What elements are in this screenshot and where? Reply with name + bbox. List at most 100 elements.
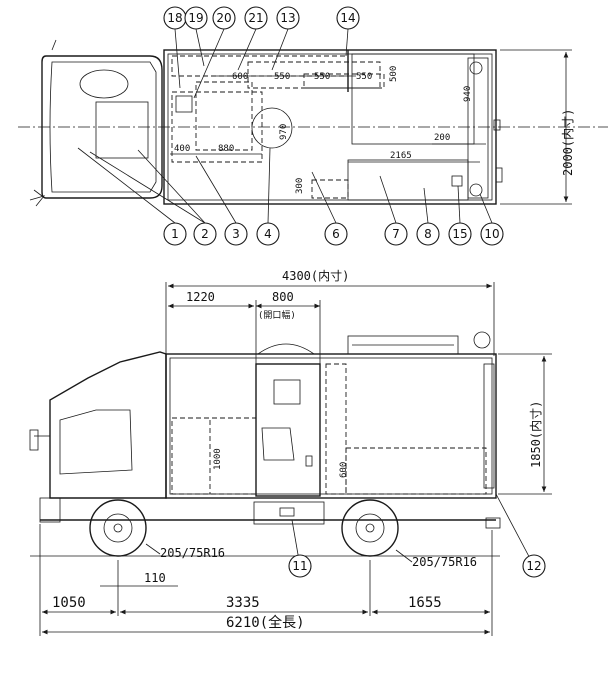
- rear-hitch: [485, 517, 501, 529]
- side-mirror-head: [29, 429, 39, 451]
- side-door: [255, 363, 321, 497]
- dim-wheelbase: 3335: [226, 595, 260, 611]
- svg-text:8: 8: [424, 227, 432, 241]
- rear-latch: [493, 119, 501, 131]
- callout-3: 3: [224, 222, 248, 246]
- side-storage-box: [253, 501, 325, 525]
- dim-550-c: 550: [356, 72, 372, 82]
- svg-text:7: 7: [392, 227, 400, 241]
- dim-height-inner: 1850(内寸): [529, 401, 543, 468]
- dim-opening: (開口幅): [258, 309, 296, 321]
- svg-text:3: 3: [232, 227, 240, 241]
- interior-desk-left: [171, 417, 257, 495]
- dim-2165: 2165: [390, 151, 412, 161]
- svg-text:1: 1: [171, 227, 179, 241]
- dim-300: 300: [295, 178, 305, 194]
- dim-400: 400: [174, 144, 190, 154]
- interior-cabinet: [325, 363, 347, 495]
- dim-110: 110: [144, 571, 166, 585]
- callout-13: 13: [276, 6, 300, 30]
- callout-21: 21: [244, 6, 268, 30]
- interior-lower-cabinet: [345, 447, 487, 495]
- reel-top: [469, 61, 483, 75]
- svg-text:12: 12: [526, 559, 541, 573]
- svg-text:21: 21: [248, 11, 263, 25]
- dim-600-side: 600: [339, 462, 349, 478]
- dim-550-a: 550: [274, 72, 290, 82]
- svg-text:10: 10: [484, 227, 499, 241]
- lower-long-cabinet: [347, 159, 469, 201]
- work-desk: [171, 91, 263, 163]
- step-area: [311, 179, 349, 199]
- tire-front-label: 205/75R16: [160, 546, 225, 560]
- callout-8: 8: [416, 222, 440, 246]
- mirror-right: [51, 39, 57, 51]
- svg-text:14: 14: [340, 11, 355, 25]
- equipment-rack: [195, 81, 253, 151]
- dim-width-inner: 2000(内寸): [561, 109, 575, 176]
- rear-wheel: [341, 499, 399, 557]
- box-body-outline: [163, 49, 497, 205]
- roof-hatch: [251, 107, 293, 149]
- dim-front-overhang: 1050: [52, 595, 86, 611]
- svg-text:11: 11: [292, 559, 307, 573]
- rear-lamp: [495, 167, 503, 183]
- callout-2: 2: [193, 222, 217, 246]
- leader-12: [495, 493, 535, 567]
- dim-overall-length: 6210(全長): [226, 614, 305, 631]
- rear-ladder: [483, 363, 495, 489]
- callout-15: 15: [448, 222, 472, 246]
- tire-rear-label: 205/75R16: [412, 555, 477, 569]
- svg-text:20: 20: [216, 11, 231, 25]
- dim-inner-length: 4300(内寸): [282, 269, 349, 283]
- dim-940: 940: [463, 86, 473, 102]
- plan-view: 600 550 550 550 500 940 200 400 880 970 …: [18, 6, 608, 246]
- callout-10: 10: [480, 222, 504, 246]
- callout-11: 11: [288, 554, 312, 578]
- door-handle: [305, 455, 313, 467]
- dim-500: 500: [389, 66, 399, 82]
- cab-outline: [41, 55, 163, 199]
- storage-latch: [279, 507, 295, 517]
- svg-text:19: 19: [188, 11, 203, 25]
- steering-wheel: [79, 69, 129, 99]
- callout-14: 14: [336, 6, 360, 30]
- svg-text:2: 2: [201, 227, 209, 241]
- interior-seat: [261, 427, 295, 461]
- callout-7: 7: [384, 222, 408, 246]
- dim-800: 800: [272, 290, 294, 304]
- callout-20: 20: [212, 6, 236, 30]
- desk-chair: [175, 95, 193, 113]
- dim-550-b: 550: [314, 72, 330, 82]
- callout-4: 4: [256, 222, 280, 246]
- dim-1220: 1220: [186, 290, 215, 304]
- roof-dome: [257, 343, 315, 355]
- door-window: [273, 379, 301, 405]
- upper-shelf-rear: [303, 73, 385, 89]
- dim-1000: 1000: [213, 448, 223, 470]
- svg-text:15: 15: [452, 227, 467, 241]
- svg-text:18: 18: [167, 11, 182, 25]
- side-box-inner: [169, 357, 493, 495]
- cab-window: [59, 409, 133, 475]
- side-view: 4300(内寸) 1220 800 (開口幅) 1000 600 1850(: [29, 269, 552, 636]
- mirror-left: [29, 189, 46, 207]
- dim-880: 880: [218, 144, 234, 154]
- plan-leaders: [77, 28, 493, 224]
- cab-inner-outline: [49, 61, 157, 193]
- rear-cabinet: [351, 53, 475, 145]
- svg-text:13: 13: [280, 11, 295, 25]
- callout-1: 1: [163, 222, 187, 246]
- callout-12: 12: [522, 554, 546, 578]
- dim-970: 970: [279, 124, 289, 140]
- side-cab: [49, 351, 167, 499]
- callout-18: 18: [163, 6, 187, 30]
- reel-bottom: [469, 183, 483, 197]
- callout-6: 6: [324, 222, 348, 246]
- rear-rack: [467, 57, 489, 199]
- dim-200: 200: [434, 133, 450, 143]
- front-bumper: [39, 497, 61, 523]
- front-wheel: [89, 499, 147, 557]
